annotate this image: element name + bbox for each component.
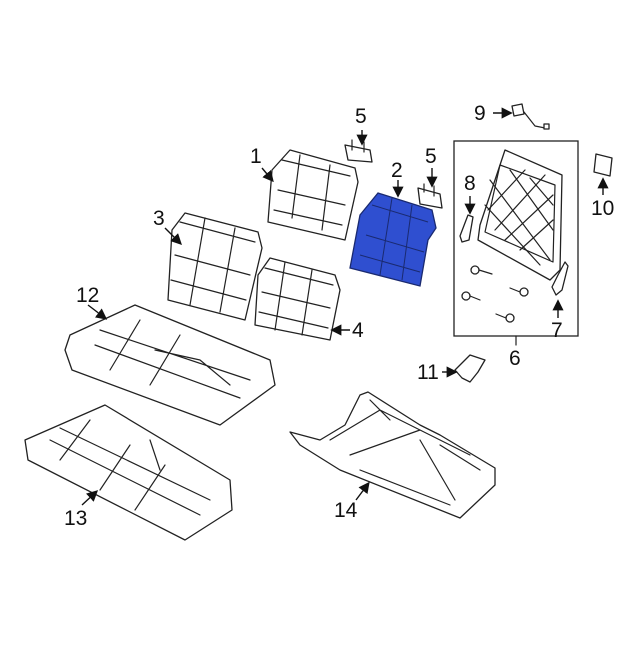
part-4-seat-back-pad[interactable] [254, 257, 341, 341]
part-7-hinge-bracket[interactable] [551, 261, 569, 296]
part-9-wiring-harness[interactable] [511, 103, 550, 130]
callout-13[interactable]: 13 [64, 507, 88, 530]
part-10-striker-plate[interactable] [593, 153, 613, 177]
part-5-headrest-guide-a[interactable] [344, 139, 373, 163]
part-2-seat-back-pad-highlighted[interactable] [349, 192, 437, 287]
part-11-mounting-bracket[interactable] [454, 354, 486, 383]
part-1-seat-back-cover[interactable] [267, 149, 359, 241]
part-3-seat-back-cover[interactable] [167, 212, 263, 321]
fasteners[interactable] [461, 265, 529, 323]
callout-4[interactable]: 4 [352, 319, 364, 342]
callout-arrows [81, 107, 609, 506]
part-8-latch-bracket[interactable] [459, 214, 474, 243]
callout-9[interactable]: 9 [474, 102, 486, 125]
part-5-headrest-guide-b[interactable] [417, 183, 443, 209]
callout-3[interactable]: 3 [153, 207, 165, 230]
callout-5b[interactable]: 5 [425, 145, 437, 168]
part-6-seat-back-frame[interactable] [477, 149, 563, 281]
part-13-seat-cushion-pad[interactable] [24, 404, 233, 541]
callout-2[interactable]: 2 [391, 159, 403, 182]
callout-14[interactable]: 14 [334, 499, 358, 522]
part-12-seat-cushion-cover[interactable] [64, 304, 276, 426]
callout-8[interactable]: 8 [464, 172, 476, 195]
callout-11[interactable]: 11 [417, 361, 439, 384]
callout-10[interactable]: 10 [591, 197, 615, 220]
part-14-seat-cushion-frame[interactable] [289, 391, 496, 519]
callout-5a[interactable]: 5 [355, 105, 367, 128]
callout-6[interactable]: 6 [509, 347, 521, 370]
callout-1[interactable]: 1 [250, 145, 262, 168]
callout-7[interactable]: 7 [551, 319, 563, 342]
callout-12[interactable]: 12 [76, 284, 100, 307]
